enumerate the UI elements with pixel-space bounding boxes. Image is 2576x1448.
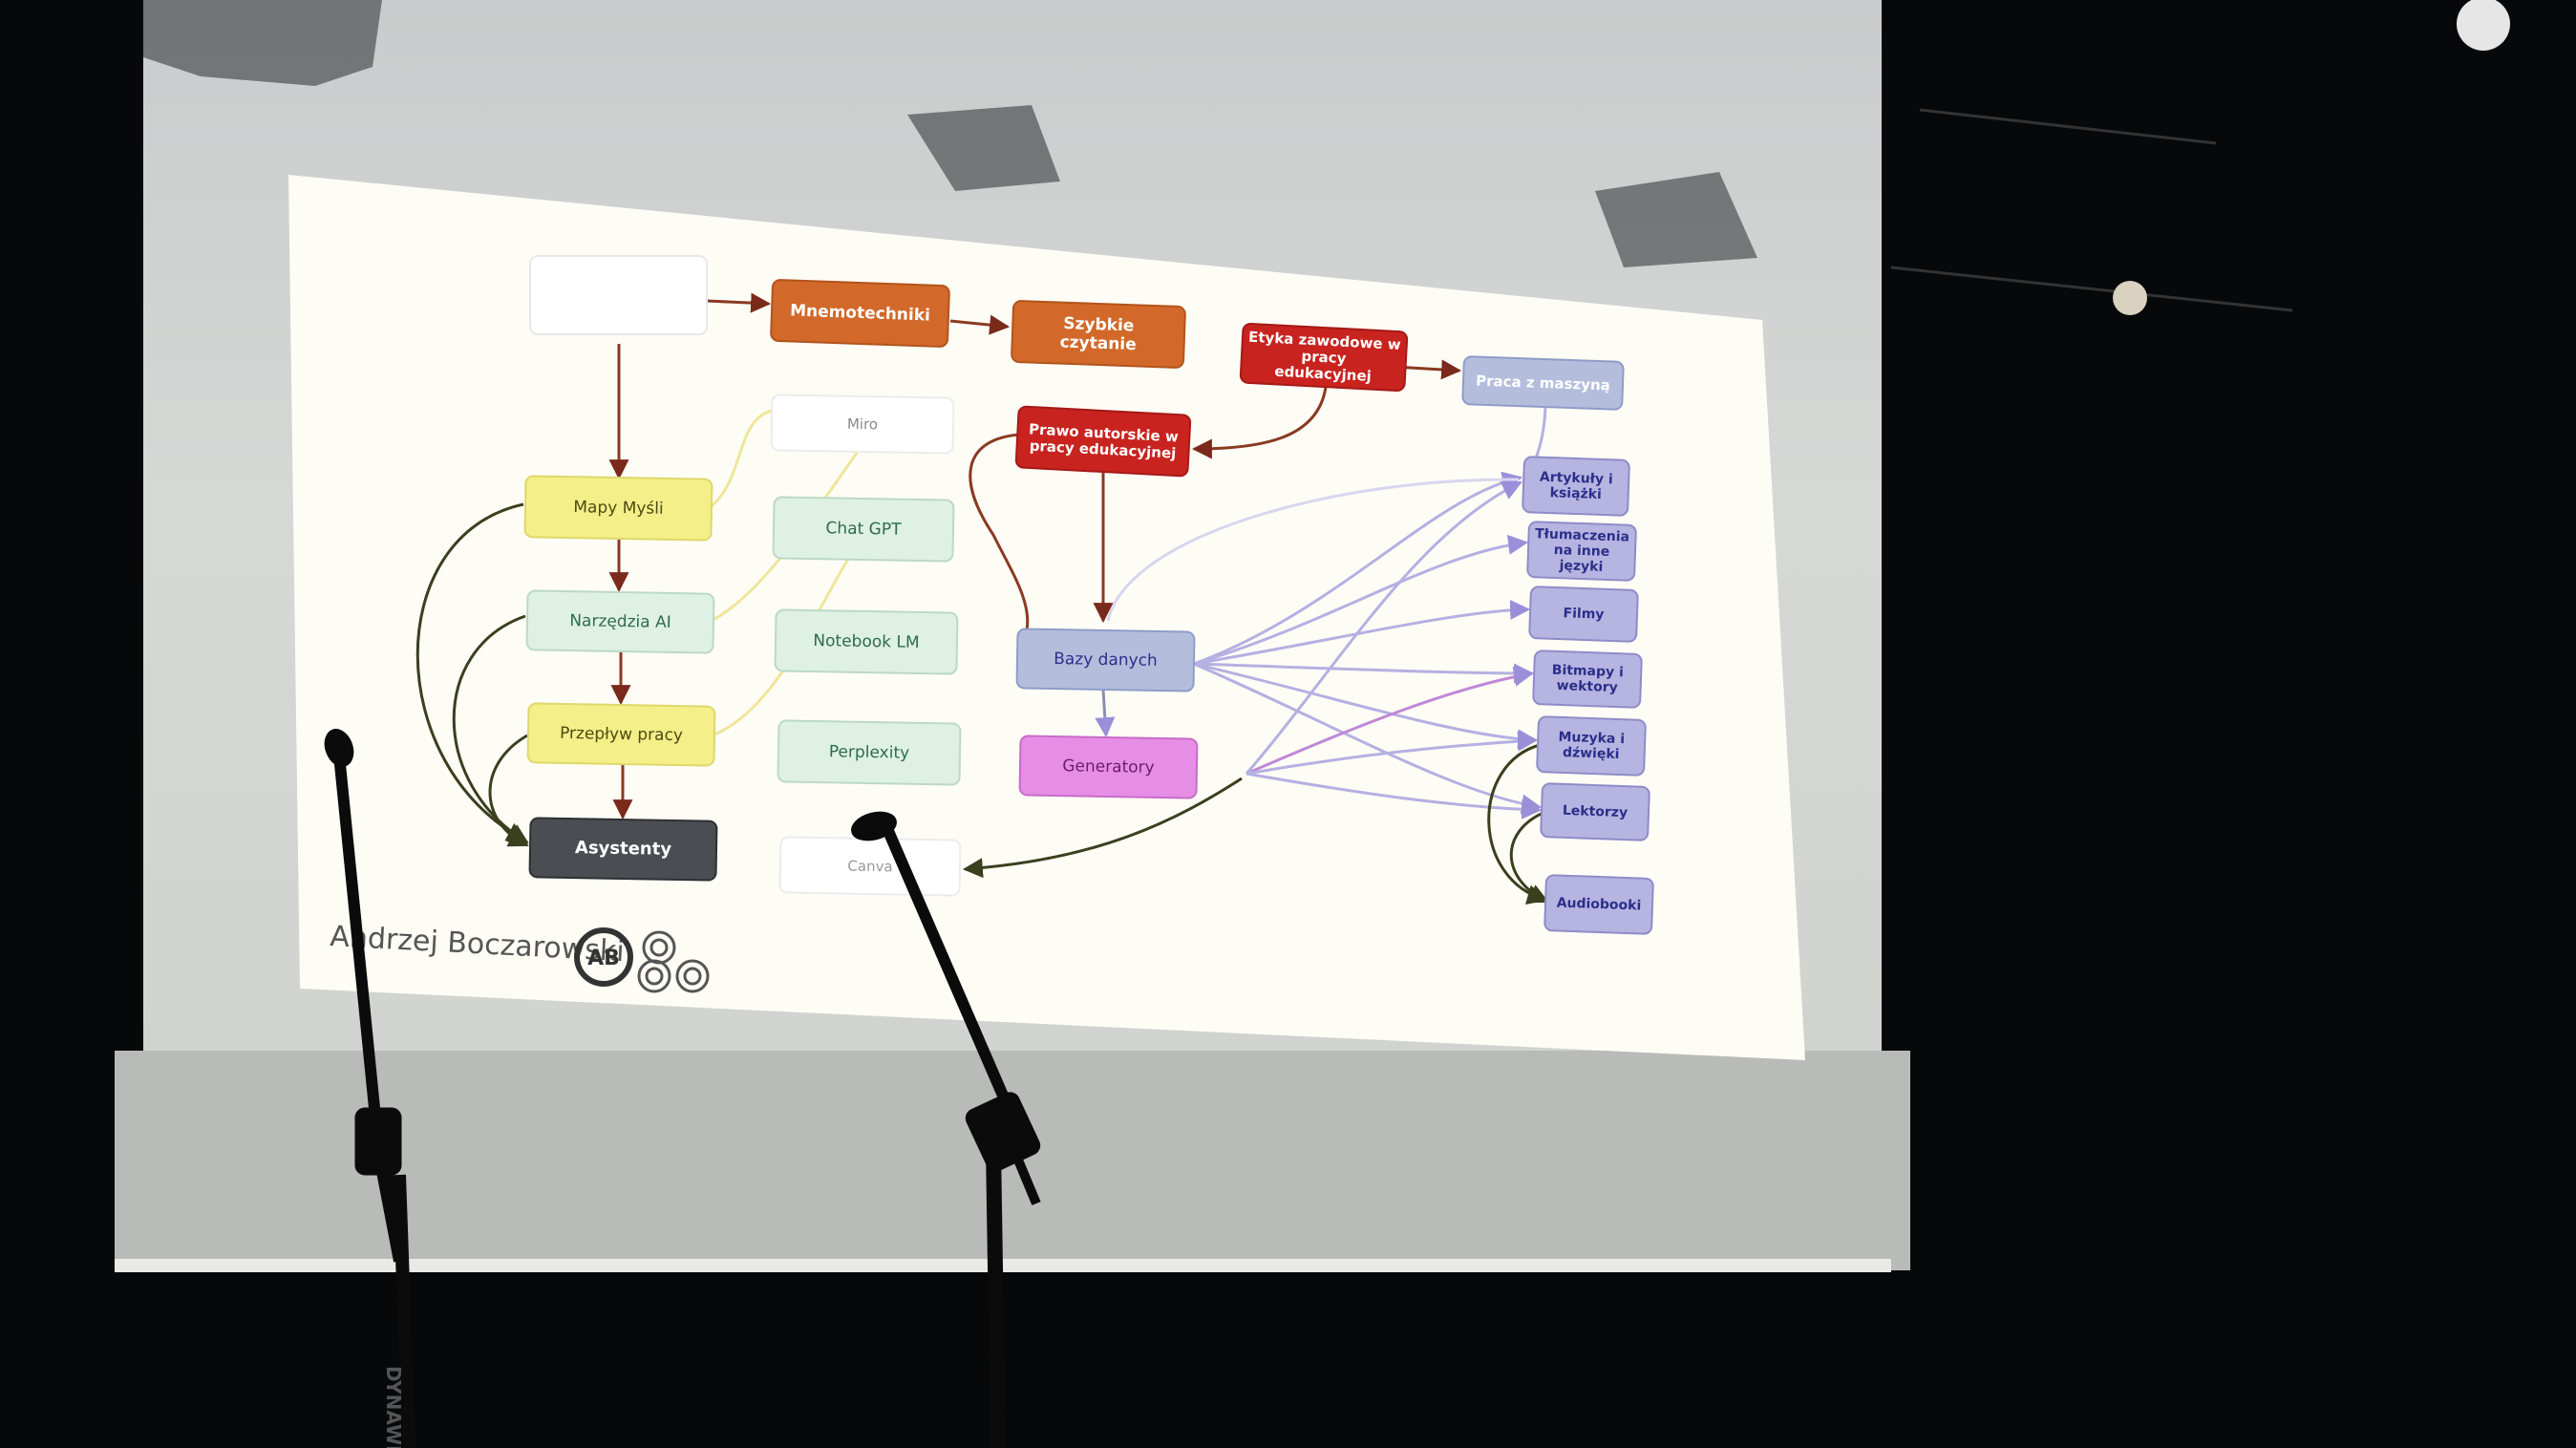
stand-label: DYNAWI	[382, 1366, 405, 1448]
slide-node-top-left-note	[529, 255, 708, 335]
slide-node-label: Praca z maszyną	[1476, 372, 1610, 394]
slide-node-label: Miro	[847, 415, 878, 433]
slide-node-label: Notebook LM	[813, 631, 920, 652]
slide-node-box	[1532, 649, 1643, 709]
slide-node-box	[1014, 405, 1192, 478]
slide-node-tlumaczenia: Tłumaczeniana innejęzyki	[1526, 521, 1637, 582]
microphone-stand-left	[324, 729, 415, 1448]
slide-node-przeplyw-pracy: Przepływ pracy	[526, 702, 716, 767]
slide-node-box	[1015, 628, 1196, 692]
slide-node-generatory: Generatory	[1018, 735, 1199, 799]
slide-node-label: Bitmapy iwektory	[1551, 663, 1624, 696]
slide-node-mnemotechniki: Mnemotechniki	[770, 279, 950, 348]
slide-node-box	[528, 817, 718, 882]
slide-node-box	[529, 255, 708, 335]
slide-node-label: Tłumaczeniana innejęzyki	[1534, 526, 1630, 576]
slide-node-box	[1011, 300, 1186, 369]
slide-node-lektorzy: Lektorzy	[1540, 782, 1650, 841]
slide-node-box	[526, 702, 716, 767]
author-logo: AB	[574, 927, 710, 993]
microphone-stand-center	[851, 811, 1041, 1448]
slide-node-box	[525, 589, 715, 654]
slide-node-etyka: Etyka zawodowe wpracyedukacyjnej	[1239, 322, 1409, 393]
slide-node-box	[1526, 521, 1637, 582]
slide-node-asystenty: Asystenty	[528, 817, 718, 882]
slide-node-szybkie-czytanie: Szybkieczytanie	[1011, 300, 1186, 369]
slide-connectors	[415, 292, 1549, 905]
slide-node-label: Mapy Myśli	[573, 498, 664, 519]
slide-node-box	[1018, 735, 1199, 799]
slide-node-filmy: Filmy	[1528, 586, 1639, 643]
slide-node-canva: Canva	[778, 836, 962, 897]
slide-node-muzyka: Muzyka idźwięki	[1536, 715, 1647, 777]
slide-node-label: Filmy	[1563, 606, 1604, 622]
slide-node-label: Muzyka idźwięki	[1558, 730, 1626, 763]
slide-node-mapy-mysli: Mapy Myśli	[523, 475, 713, 542]
slide-node-prawo-zmoderowane: Praca z maszyną	[1461, 355, 1625, 411]
slide-node-label: Asystenty	[575, 838, 672, 860]
ceiling-shadows	[143, 0, 1757, 267]
slide-node-bazy-danych: Bazy danych	[1015, 628, 1196, 692]
slide-node-label: Chat GPT	[825, 519, 902, 539]
slide-node-bitmapy: Bitmapy iwektory	[1532, 649, 1643, 709]
slide-node-box	[770, 279, 950, 348]
slide-node-label: Lektorzy	[1563, 803, 1629, 820]
slide-node-box	[774, 608, 959, 675]
slide-node-label: Canva	[847, 857, 893, 875]
slide-node-box	[523, 475, 713, 542]
slide-node-label: Przepływ pracy	[560, 724, 683, 745]
projection-screen-edge	[115, 1259, 1891, 1272]
slide-node-box	[1543, 874, 1654, 935]
slide-node-prawo-autorskie: Prawo autorskie wpracy edukacyjnej	[1014, 405, 1192, 478]
slide-node-label: Audiobooki	[1556, 895, 1641, 913]
slide-node-box	[1540, 782, 1650, 841]
slide-node-box	[1536, 715, 1647, 777]
slide-node-box	[772, 496, 955, 563]
slide-node-notebook-lm: Notebook LM	[774, 608, 959, 675]
slide-node-box	[1239, 322, 1409, 393]
slide-node-box	[770, 394, 955, 455]
slide-node-box	[1461, 355, 1625, 411]
slide-node-audiobooki: Audiobooki	[1543, 874, 1654, 935]
slide-node-label: Perplexity	[829, 742, 910, 762]
slide-node-artykuly: Artykuły iksiążki	[1522, 456, 1630, 517]
slide-node-perplexity: Perplexity	[777, 719, 962, 786]
slide-node-box	[1522, 456, 1630, 517]
slide-node-label: Szybkieczytanie	[1059, 314, 1137, 354]
slide-node-box	[1528, 586, 1639, 643]
slide-node-chat-gpt: Chat GPT	[772, 496, 955, 563]
author-logo-text: AB	[587, 947, 620, 970]
slide-node-box	[777, 719, 962, 786]
slide-node-label: Artykuły iksiążki	[1539, 470, 1613, 503]
stage-lights	[1890, 0, 2510, 315]
slide-node-narzedzia-ai: Narzędzia AI	[525, 589, 715, 654]
slide-node-label: Generatory	[1062, 756, 1155, 777]
slide-node-miro: Miro	[770, 394, 955, 455]
slide-node-label: Narzędzia AI	[569, 611, 671, 632]
slide-node-label: Bazy danych	[1054, 649, 1158, 671]
